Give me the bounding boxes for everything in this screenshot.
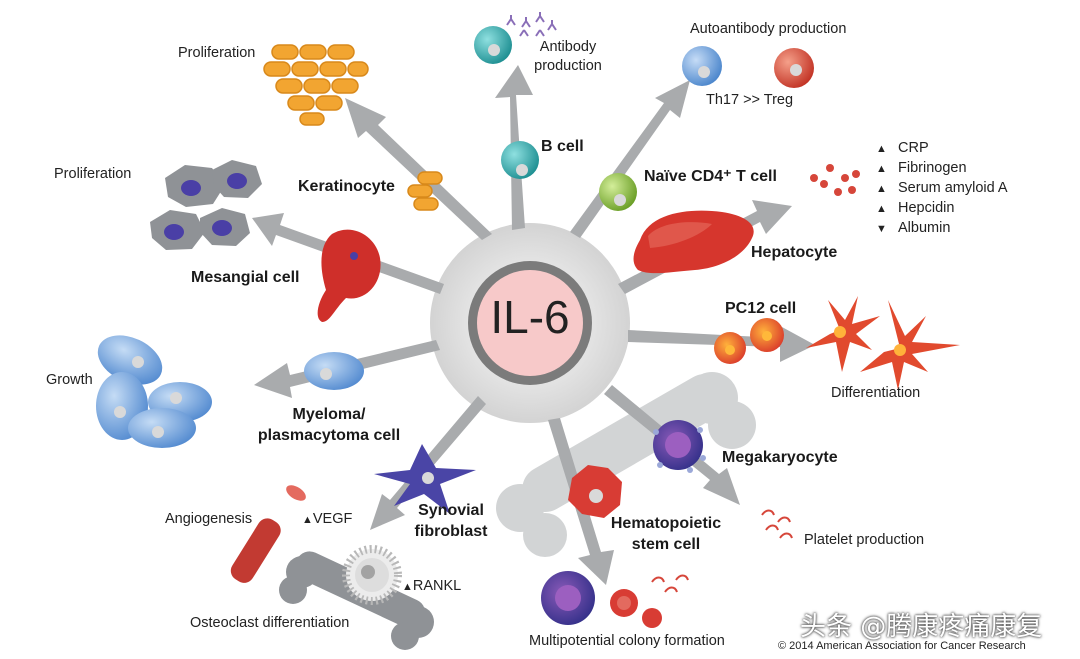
antibody-label-line1: Antibody [539, 39, 597, 55]
autoantibody-label: Autoantibody production [690, 21, 847, 37]
proliferation-keratinocyte-label: Proliferation [178, 45, 256, 61]
platelet-production-label: Platelet production [804, 532, 925, 548]
mesangial-cell-nucleus [350, 252, 358, 260]
acute-phase-item: ▲Serum amyloid A [876, 179, 1008, 199]
marker-symbol-icon: ▲ [876, 183, 887, 195]
osteoclast-icon [342, 545, 402, 605]
hematopoietic-stem-cell-icon [568, 465, 622, 518]
naive-cd4-label: Naïve CD4⁺ T cell [644, 168, 777, 185]
th17-treg-label: Th17 >> Treg [706, 92, 794, 108]
pc12-label: PC12 cell [725, 300, 797, 317]
th17-cell-icon [682, 46, 722, 86]
osteoclast-label: Osteoclast differentiation [190, 615, 350, 631]
b-cell-label: B cell [541, 138, 584, 155]
marker-symbol-icon: ▲ [876, 163, 887, 175]
mesangial-proliferating-cells-icon [150, 160, 262, 250]
myeloma-label-line2: plasmacytoma cell [257, 427, 401, 444]
synovial-nucleus [422, 472, 434, 484]
copyright-notice: © 2014 American Association for Cancer R… [778, 640, 1026, 652]
mesangial-label: Mesangial cell [191, 269, 300, 286]
angiogenesis-label: Angiogenesis [165, 511, 253, 527]
differentiation-label: Differentiation [831, 385, 921, 401]
neuron-nuclei [834, 326, 906, 356]
growth-label: Growth [46, 372, 93, 388]
acute-phase-item: ▲CRP [876, 139, 1008, 159]
hsc-label-line2: stem cell [631, 536, 701, 553]
watermark: 头条 @腾康疼痛康复 [800, 612, 1043, 642]
antibody-label-line2: production [534, 58, 602, 74]
hepatocyte-label: Hepatocyte [751, 244, 838, 261]
multipotential-label: Multipotential colony formation [529, 633, 725, 649]
marker-symbol-icon: ▲ [876, 203, 887, 215]
megakaryocyte-label: Megakaryocyte [722, 449, 838, 466]
acute-phase-item: ▲Hepcidin [876, 199, 1008, 219]
keratinocyte-label: Keratinocyte [298, 178, 395, 195]
platelet-icons [761, 509, 793, 539]
acute-phase-protein-list: ▲CRP ▲Fibrinogen ▲Serum amyloid A ▲Hepci… [876, 139, 1008, 239]
il6-label: IL-6 [490, 291, 570, 343]
naive-cd4-t-cell-icon [599, 173, 637, 211]
up-arrow-icon: ▲ [402, 581, 413, 593]
marker-symbol-icon: ▲ [876, 143, 887, 155]
synovial-label-line2: fibroblast [414, 523, 488, 540]
megakaryocyte-icon [653, 420, 706, 473]
kidney-mesangial-icon [317, 229, 381, 322]
il6-core [477, 270, 583, 376]
multipotential-colony-icons [541, 571, 689, 628]
differentiated-neuron-icons [806, 296, 960, 390]
b-cell-icon [501, 141, 539, 179]
blood-vessel-icon [230, 485, 306, 583]
liver-lobe-icon [648, 222, 712, 248]
acute-phase-item: ▼Albumin [876, 219, 1008, 239]
pc12-cell-icons [714, 318, 784, 364]
hsc-label-line1: Hematopoietic [610, 515, 722, 532]
vegf-label: ▲VEGF [302, 511, 353, 527]
proliferation-mesangial-label: Proliferation [54, 166, 132, 182]
rankl-label: ▲RANKL [402, 578, 462, 594]
b-cell-secreting-icon [474, 26, 512, 64]
synovial-label-line1: Synovial [418, 502, 484, 519]
treg-cell-icon [774, 48, 814, 88]
keratinocyte-icon [407, 171, 443, 211]
acute-phase-item: ▲Fibrinogen [876, 159, 1008, 179]
keratinocyte-cluster-icon [263, 44, 369, 126]
antibody-icons [506, 12, 557, 37]
marker-symbol-icon: ▼ [876, 223, 887, 235]
arrow-keratinocyte [345, 98, 492, 240]
up-arrow-icon: ▲ [302, 514, 313, 526]
myeloma-growth-cluster-icon [96, 335, 212, 448]
myeloma-cell-icon [304, 352, 364, 390]
myeloma-label-line1: Myeloma/ [292, 406, 366, 423]
acute-phase-protein-dots [810, 164, 860, 196]
arrow-naive-cd4 [570, 80, 690, 238]
